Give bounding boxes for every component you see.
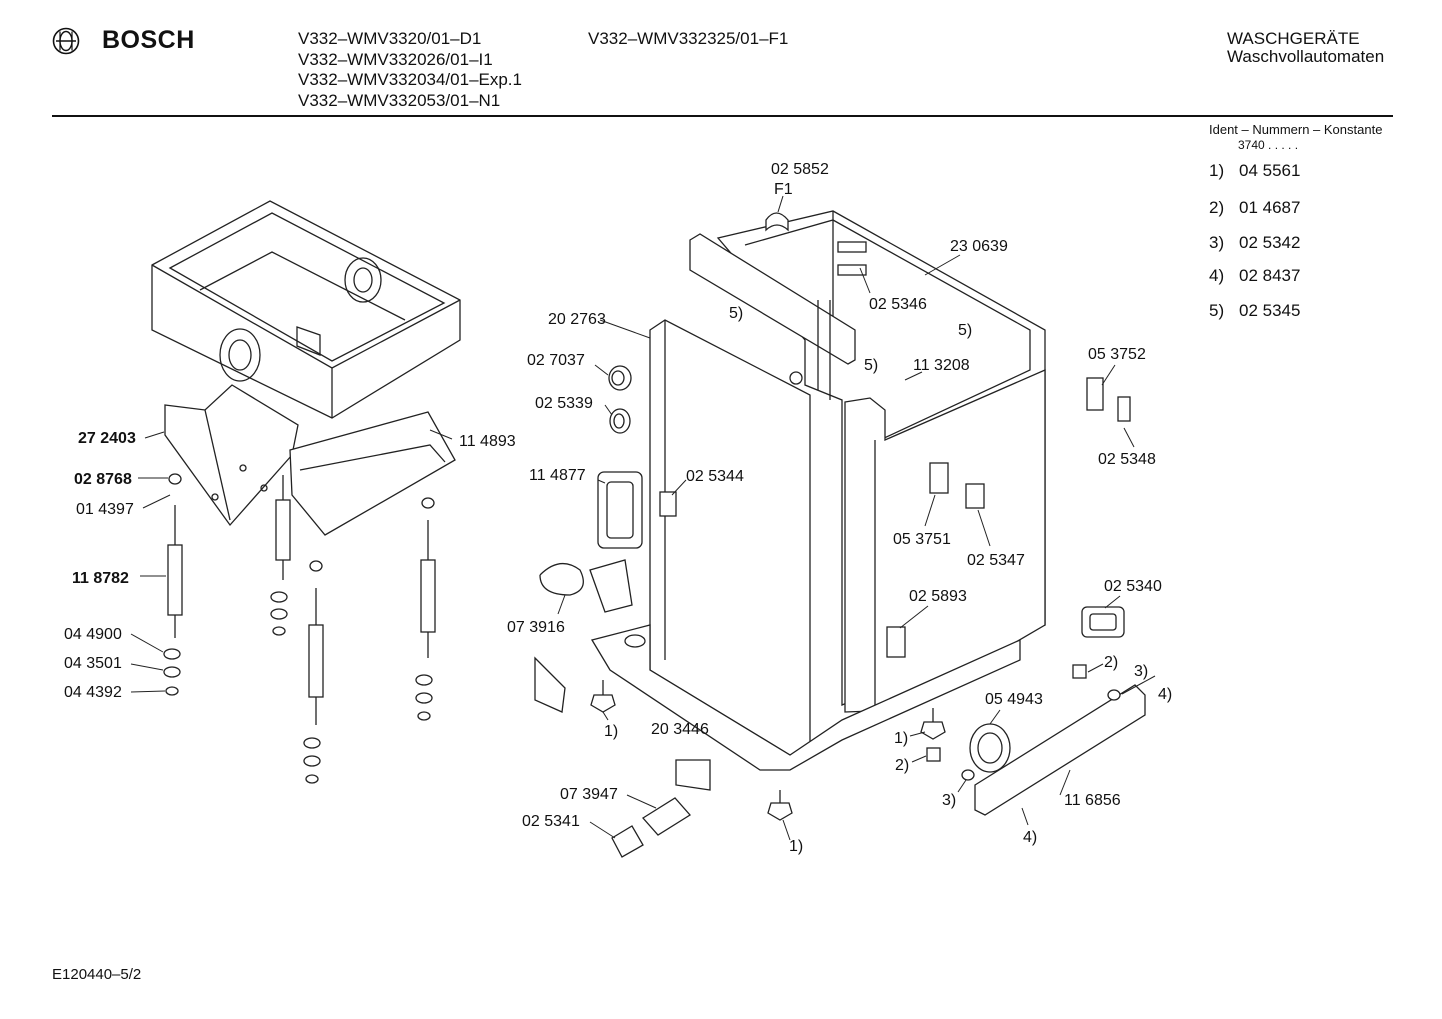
small-brackets (534, 656, 711, 791)
nut-and-washer (926, 664, 1121, 781)
part-label: 04 4392 (64, 684, 122, 701)
model-line-right: V332–WMV332325/01–F1 (588, 29, 789, 48)
cable-073916 (539, 559, 633, 613)
part-label: 02 8768 (74, 471, 132, 488)
part-label: 5) (864, 357, 878, 374)
part-label: 07 3947 (560, 786, 618, 803)
base-plate (590, 624, 1021, 771)
feet (590, 680, 946, 821)
damper-washers (163, 591, 433, 784)
ident-title: Ident – Nummern – Konstante (1209, 122, 1383, 137)
part-label: 11 3208 (913, 357, 970, 374)
tub-bracket (164, 384, 456, 536)
part-label: 02 5339 (535, 395, 593, 412)
category-title: WASCHGERÄTE Waschvollautomaten (1227, 30, 1384, 66)
part-label: 02 5852 (771, 161, 829, 178)
part-label: 02 5346 (869, 296, 927, 313)
ident-constant: 3740 . . . . . (1238, 138, 1299, 152)
part-label: 11 8782 (72, 570, 129, 587)
part-label: 02 5341 (522, 813, 580, 830)
ident-row: 1) 04 5561 (1209, 161, 1300, 181)
ident-row-number: 2) (1209, 198, 1225, 217)
ident-row: 4) 02 8437 (1209, 266, 1300, 286)
ident-row: 5) 02 5345 (1209, 301, 1300, 321)
shock-absorber (167, 473, 436, 725)
ident-row-value: 02 5342 (1239, 233, 1301, 252)
part-label: 2) (1104, 654, 1118, 671)
model-list: V332–WMV3320/01–D1 V332–WMV332026/01–I1 … (298, 29, 522, 111)
drawing-code: E120440–5/2 (52, 966, 142, 983)
ring-054943 (969, 723, 1011, 773)
part-label: 05 3752 (1088, 346, 1146, 363)
category: WASCHGERÄTE (1227, 29, 1360, 48)
part-label: 11 6856 (1064, 792, 1121, 809)
part-label: 05 3751 (893, 531, 951, 548)
latch-025893 (886, 626, 906, 658)
clip-025852 (765, 212, 789, 232)
part-label: 02 5347 (967, 552, 1025, 569)
hinge-025344 (659, 491, 677, 517)
part-label: 02 5340 (1104, 578, 1162, 595)
part-label: 3) (1134, 663, 1148, 680)
part-label: 05 4943 (985, 691, 1043, 708)
subcategory: Waschvollautomaten (1227, 47, 1385, 66)
part-label: 4) (1158, 686, 1172, 703)
grommet-114877 (597, 471, 643, 549)
part-label: F1 (774, 181, 793, 198)
ident-row-value: 01 4687 (1239, 198, 1301, 217)
switch-053751 (929, 462, 985, 509)
bracket-053752 (1086, 377, 1131, 422)
part-label: 5) (729, 305, 743, 322)
bosch-armature-icon (52, 27, 80, 54)
part-label: 2) (895, 757, 909, 774)
part-label: 07 3916 (507, 619, 565, 636)
part-label: 11 4893 (459, 433, 516, 450)
ident-row-value: 02 8437 (1239, 266, 1301, 285)
part-label: 5) (958, 322, 972, 339)
part-label: 23 0639 (950, 238, 1008, 255)
bearings-025346 (837, 241, 867, 276)
plinth-116856 (974, 684, 1146, 816)
ident-row-value: 04 5561 (1239, 161, 1301, 180)
part-label: 02 5348 (1098, 451, 1156, 468)
part-label: 11 4877 (529, 467, 586, 484)
model-line: V332–WMV332034/01–Exp.1 (298, 70, 522, 89)
part-label: 4) (1023, 829, 1037, 846)
ident-row-number: 4) (1209, 266, 1225, 285)
tub-housing (151, 200, 461, 419)
ident-row-value: 02 5345 (1239, 301, 1301, 320)
plugs (608, 365, 632, 434)
model-line: V332–WMV332053/01–N1 (298, 90, 501, 110)
ident-row-number: 5) (1209, 301, 1225, 320)
part-label: 04 3501 (64, 655, 122, 672)
part-label: 1) (604, 723, 618, 740)
header-divider (52, 115, 1393, 117)
ident-row-number: 1) (1209, 161, 1225, 180)
part-label: 3) (942, 792, 956, 809)
part-label: 27 2403 (78, 430, 136, 447)
part-label: 20 2763 (548, 311, 606, 328)
part-label: 01 4397 (76, 501, 134, 518)
part-labels: 02 5852 F1 23 0639 02 5346 5) 5) 5) 20 2… (64, 161, 1172, 855)
handle-025340 (1081, 606, 1125, 638)
part-label: 02 5344 (686, 468, 744, 485)
part-label: 04 4900 (64, 626, 122, 643)
ident-row-number: 3) (1209, 233, 1225, 252)
leader-lines (130, 195, 1156, 841)
ident-row: 2) 01 4687 (1209, 198, 1300, 218)
part-label: 02 7037 (527, 352, 585, 369)
model-line: V332–WMV3320/01–D1 (298, 29, 482, 48)
part-label: 20 3446 (651, 721, 709, 738)
model-line: V332–WMV332026/01–I1 (298, 49, 493, 69)
part-label: 1) (789, 838, 803, 855)
hose-073947 (611, 797, 691, 858)
part-label: 1) (894, 730, 908, 747)
ident-row: 3) 02 5342 (1209, 233, 1300, 253)
brand-name: BOSCH (102, 26, 195, 54)
bosch-logo: BOSCH (52, 26, 195, 55)
part-label: 02 5893 (909, 588, 967, 605)
